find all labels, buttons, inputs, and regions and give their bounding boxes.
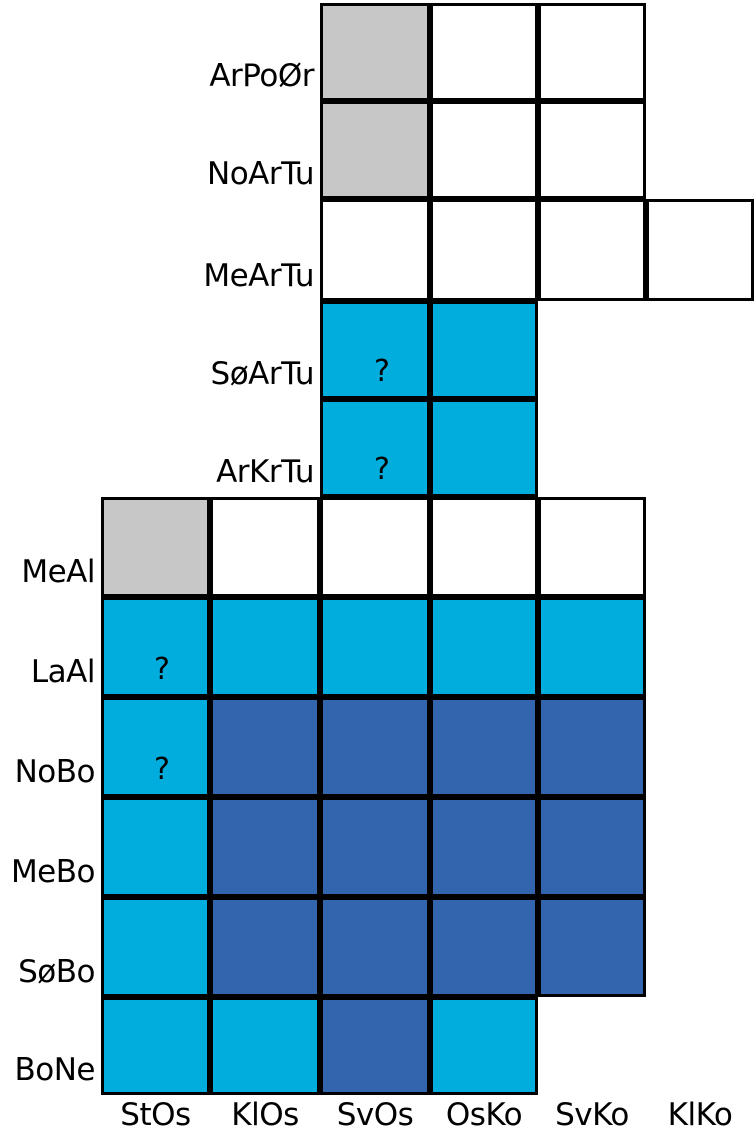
- matrix-cell-ArPoOr-SvKo[interactable]: [538, 3, 646, 101]
- matrix-cell-MeAl-SvKo[interactable]: [538, 497, 646, 597]
- matrix-cell-NoArTu-SvOs[interactable]: [320, 101, 430, 199]
- matrix-cell-SoBo-OsKo[interactable]: [430, 897, 538, 997]
- matrix-cell-MeArTu-SvOs[interactable]: [320, 199, 430, 301]
- matrix-cell-LaAl-StOs[interactable]: [101, 597, 210, 697]
- matrix-cell-SoArTu-OsKo[interactable]: [430, 301, 538, 399]
- matrix-cell-MeBo-KlOs[interactable]: [210, 797, 320, 897]
- matrix-cell-MeArTu-SvKo[interactable]: [538, 199, 646, 301]
- matrix-cell-LaAl-KlOs[interactable]: [210, 597, 320, 697]
- matrix-cell-SoBo-SvKo[interactable]: [538, 897, 646, 997]
- matrix-column-label-SvKo: SvKo: [555, 1097, 629, 1133]
- unknown-marker-SoArTu-SvOs: ?: [374, 354, 390, 389]
- matrix-cell-MeAl-StOs[interactable]: [101, 497, 210, 597]
- matrix-cell-SoArTu-SvOs[interactable]: [320, 301, 430, 399]
- matrix-cell-NoBo-SvOs[interactable]: [320, 697, 430, 797]
- matrix-cell-MeAl-SvOs[interactable]: [320, 497, 430, 597]
- matrix-cell-ArKrTu-SvOs[interactable]: [320, 399, 430, 497]
- matrix-row-label-ArKrTu: ArKrTu: [216, 454, 314, 490]
- matrix-row-label-BoNe: BoNe: [14, 1052, 96, 1088]
- matrix-cell-NoArTu-OsKo[interactable]: [430, 101, 538, 199]
- matrix-cell-ArPoOr-SvOs[interactable]: [320, 3, 430, 101]
- matrix-row-label-NoArTu: NoArTu: [207, 156, 314, 192]
- matrix-row-label-NoBo: NoBo: [14, 754, 96, 790]
- matrix-cell-SoBo-StOs[interactable]: [101, 897, 210, 997]
- matrix-cell-BoNe-SvOs[interactable]: [320, 997, 430, 1095]
- matrix-row-label-SoBo: SøBo: [18, 954, 95, 990]
- matrix-cell-NoBo-OsKo[interactable]: [430, 697, 538, 797]
- matrix-cell-ArKrTu-OsKo[interactable]: [430, 399, 538, 497]
- matrix-cell-MeBo-SvOs[interactable]: [320, 797, 430, 897]
- matrix-cell-MeBo-OsKo[interactable]: [430, 797, 538, 897]
- matrix-cell-NoBo-StOs[interactable]: [101, 697, 210, 797]
- matrix-column-label-StOs: StOs: [120, 1097, 191, 1133]
- matrix-cell-MeBo-SvKo[interactable]: [538, 797, 646, 897]
- matrix-cell-ArPoOr-OsKo[interactable]: [430, 3, 538, 101]
- matrix-row-label-LaAl: LaAl: [30, 654, 96, 690]
- matrix-column-label-KlOs: KlOs: [231, 1097, 299, 1133]
- matrix-cell-MeArTu-OsKo[interactable]: [430, 199, 538, 301]
- matrix-cell-NoArTu-SvKo[interactable]: [538, 101, 646, 199]
- matrix-cell-MeBo-StOs[interactable]: [101, 797, 210, 897]
- matrix-row-label-MeArTu: MeArTu: [203, 258, 314, 294]
- matrix-row-label-MeBo: MeBo: [10, 854, 96, 890]
- matrix-cell-SoBo-SvOs[interactable]: [320, 897, 430, 997]
- matrix-cell-NoBo-SvKo[interactable]: [538, 697, 646, 797]
- matrix-cell-LaAl-OsKo[interactable]: [430, 597, 538, 697]
- matrix-cell-LaAl-SvKo[interactable]: [538, 597, 646, 697]
- matrix-row-label-ArPoOr: ArPoØr: [209, 58, 314, 94]
- matrix-cell-SoBo-KlOs[interactable]: [210, 897, 320, 997]
- matrix-column-label-SvOs: SvOs: [336, 1097, 414, 1133]
- unknown-marker-LaAl-StOs: ?: [154, 652, 170, 687]
- matrix-cell-BoNe-OsKo[interactable]: [430, 997, 538, 1095]
- matrix-row-label-SoArTu: SøArTu: [210, 356, 315, 392]
- matrix-column-label-KlKo: KlKo: [667, 1097, 733, 1133]
- matrix-cell-BoNe-KlOs[interactable]: [210, 997, 320, 1095]
- matrix-cell-MeArTu-KlKo[interactable]: [646, 199, 754, 301]
- matrix-row-label-MeAl: MeAl: [21, 554, 95, 590]
- unknown-marker-NoBo-StOs: ?: [154, 752, 170, 787]
- matrix-column-label-OsKo: OsKo: [445, 1097, 523, 1133]
- matrix-cell-MeAl-KlOs[interactable]: [210, 497, 320, 597]
- unknown-marker-ArKrTu-SvOs: ?: [374, 452, 390, 487]
- matrix-cell-LaAl-SvOs[interactable]: [320, 597, 430, 697]
- matrix-cell-NoBo-KlOs[interactable]: [210, 697, 320, 797]
- matrix-cell-BoNe-StOs[interactable]: [101, 997, 210, 1095]
- matrix-cell-MeAl-OsKo[interactable]: [430, 497, 538, 597]
